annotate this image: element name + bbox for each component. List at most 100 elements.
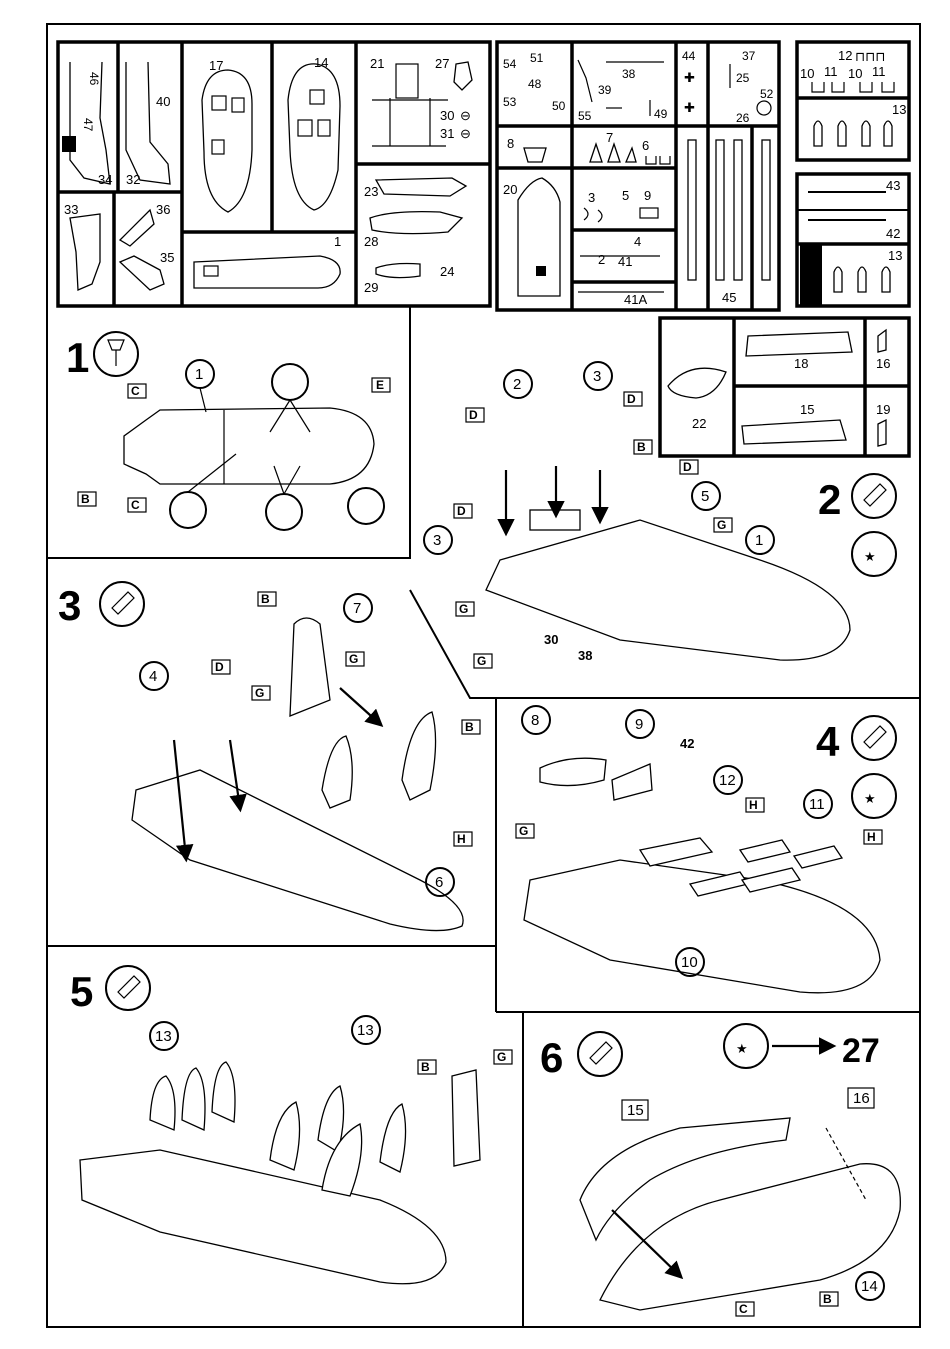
svg-text:9: 9 [635, 716, 643, 733]
part-callout-3: 3 [583, 361, 613, 391]
part-callout-8: 8 [521, 705, 551, 735]
svg-text:7: 7 [353, 600, 361, 617]
step-3: 3 7 4 6 B D G G B H [58, 581, 481, 932]
step-number: 1 [66, 334, 89, 381]
part-callout-13: 13 [149, 1021, 179, 1051]
part-label: 38 [622, 67, 636, 81]
svg-text:✚: ✚ [684, 100, 695, 115]
part-label: 44 [682, 49, 696, 63]
part-label: 14 [314, 55, 328, 70]
part-label: 25 [736, 71, 750, 85]
svg-text:12: 12 [719, 772, 736, 789]
svg-text:5: 5 [701, 488, 709, 505]
part-label: 11 [872, 64, 886, 79]
letter-tags: H G H [515, 797, 883, 845]
svg-text:6: 6 [435, 874, 443, 891]
svg-text:⊓⊓⊓: ⊓⊓⊓ [855, 49, 885, 64]
paint-figure-icon: ★ [723, 1023, 769, 1069]
svg-text:13: 13 [155, 1028, 172, 1045]
svg-text:C: C [739, 1302, 748, 1316]
sprue-cell-a: 46 47 34 [62, 61, 112, 187]
glue-tube-icon [851, 473, 897, 519]
part-label: 18 [794, 356, 808, 371]
part-label: 1 [334, 234, 341, 249]
part-label: 21 [370, 56, 384, 71]
seat-bases [638, 837, 844, 897]
step-number: 5 [70, 968, 93, 1015]
svg-text:★: ★ [736, 1041, 748, 1056]
letter-tags: D D B D D G G G [453, 391, 733, 669]
svg-text:B: B [421, 1060, 430, 1074]
svg-text:⊖: ⊖ [460, 108, 471, 123]
letter-tag-b: B [77, 491, 97, 507]
svg-text:8: 8 [531, 712, 539, 729]
sprue-cell-k: 44 ✚ ✚ 37 25 52 26 [682, 49, 774, 125]
part-label: 10 [800, 66, 814, 81]
parts-overview: 46 47 34 40 3 2 17 14 [56, 40, 911, 458]
part-label: 16 [876, 356, 890, 371]
sprue-cell-o: 20 3 5 9 4 2 41 41A [503, 177, 664, 307]
sprue-cell-n: 8 7 6 [507, 130, 671, 165]
part-label: 46 [87, 72, 101, 86]
svg-text:G: G [349, 652, 358, 666]
seat-backrest [451, 1069, 481, 1167]
part-label: 29 [364, 280, 378, 295]
letter-tags: B G [417, 1049, 513, 1075]
part-label: 41 [618, 254, 632, 269]
part-label: 11 [824, 64, 838, 79]
part-callout-3: 3 [423, 525, 453, 555]
svg-text:H: H [749, 798, 758, 812]
seat [321, 735, 353, 809]
sprue-frame-left [56, 40, 492, 308]
part-label: 6 [642, 138, 649, 153]
part-callout-14: 14 [855, 1271, 885, 1301]
part-label: 40 [156, 94, 170, 109]
step-number: 6 [540, 1034, 563, 1081]
svg-text:D: D [683, 460, 692, 474]
svg-text:2: 2 [513, 376, 521, 393]
svg-text:14: 14 [861, 1278, 878, 1295]
part-callout-4: 4 [139, 661, 169, 691]
part-label: 20 [503, 182, 517, 197]
svg-text:D: D [457, 504, 466, 518]
sprue-cell-c: 17 [201, 58, 253, 213]
step-number: 4 [816, 718, 840, 765]
part-callout-2: 2 [503, 369, 533, 399]
part-label: 52 [760, 87, 774, 101]
part-label: 30 [544, 632, 558, 647]
paint-figure-icon: ★ [851, 773, 897, 819]
svg-text:16: 16 [853, 1090, 870, 1107]
svg-text:B: B [823, 1292, 832, 1306]
cabin-floor [485, 519, 851, 661]
part-label: 41A [624, 292, 647, 307]
step-5: 5 13 13 B G [70, 965, 513, 1285]
part-label: 35 [160, 250, 174, 265]
svg-text:13: 13 [357, 1022, 374, 1039]
part-label: 42 [886, 226, 900, 241]
canopy-8 [539, 757, 607, 787]
cabin-floor [523, 859, 881, 994]
part-label: 47 [81, 118, 95, 132]
sprue-cell-i: 23 28 29 24 [364, 177, 468, 295]
part-callout-5: 5 [691, 481, 721, 511]
sprue-frame-middle [495, 40, 781, 312]
part-label: 49 [654, 107, 668, 121]
part-label: 22 [692, 416, 706, 431]
part-label: 12 [838, 48, 852, 63]
svg-text:G: G [717, 518, 726, 532]
svg-text:G: G [459, 602, 468, 616]
sprue-cell-m: 13 [813, 102, 906, 147]
step-dividers [47, 306, 920, 1327]
step-4: 4 ★ 8 9 42 12 11 10 [515, 705, 897, 994]
part-label: 19 [876, 402, 890, 417]
part-callout-12: 12 [713, 765, 743, 795]
part-callout-1: 1 [745, 525, 775, 555]
letter-tag-e: E [371, 377, 391, 393]
svg-text:★: ★ [864, 791, 876, 806]
svg-text:G: G [255, 686, 264, 700]
svg-text:10: 10 [681, 954, 698, 971]
part-label: 43 [886, 178, 900, 193]
glue-tube-icon [105, 965, 151, 1011]
svg-text:D: D [215, 660, 224, 674]
